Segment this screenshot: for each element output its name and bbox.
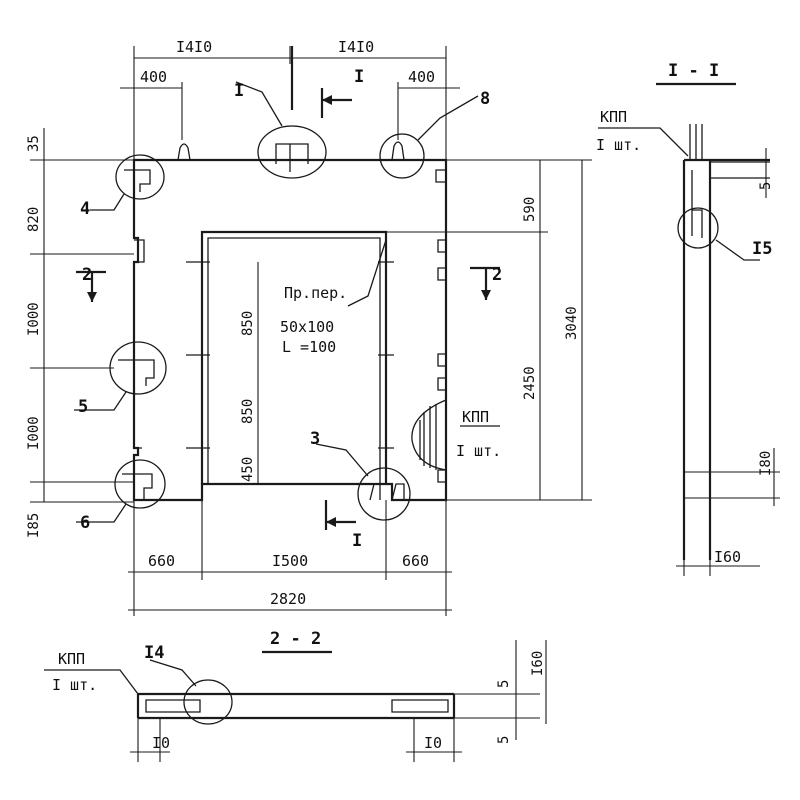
callout-circle-1 <box>257 125 327 179</box>
section-1-1-dim-180: I80 <box>758 451 774 476</box>
callout-label-1: I <box>234 81 244 101</box>
section-1-1: I - I КПП I шт. I5 5 I80 I60 <box>596 61 780 576</box>
dim-top-left-400: 400 <box>140 68 167 86</box>
section-2-2-kpp-line1: КПП <box>58 650 85 668</box>
section-mark-1-bottom: I <box>352 531 362 551</box>
kpp-note-line2: I шт. <box>456 442 501 460</box>
dim-left-35: 35 <box>26 135 42 152</box>
section-2-2-dim-5-bottom: 5 <box>496 736 512 744</box>
dim-top-left-half: I4I0 <box>176 38 212 56</box>
kpp-note-line1: КПП <box>462 408 489 426</box>
callout-label-6: 6 <box>80 513 90 533</box>
section-1-1-kpp-line2: I шт. <box>596 136 641 154</box>
door-opening <box>200 230 388 484</box>
dimension-lines <box>30 46 592 616</box>
section-marks <box>76 46 500 530</box>
dim-bottom-660-left: 660 <box>148 552 175 570</box>
lintel-note-line3: L =100 <box>282 338 336 356</box>
callout-3-detail <box>369 483 405 501</box>
dim-top-right-400: 400 <box>408 68 435 86</box>
callout-label-5: 5 <box>78 397 88 417</box>
dim-left-185: I85 <box>26 513 42 538</box>
section-1-1-kpp-line1: КПП <box>600 108 627 126</box>
section-1-1-callout-circle <box>677 207 719 249</box>
callout-6-detail <box>122 473 153 500</box>
dim-left-1000a: I000 <box>26 302 42 336</box>
section-2-2-body <box>136 692 456 720</box>
dim-inner-450: 450 <box>240 457 256 482</box>
section-1-1-callout-label: I5 <box>752 239 772 259</box>
section-2-2: 2 - 2 КПП I шт. I4 I0 I0 5 I60 5 <box>44 629 547 762</box>
dim-right-2450: 2450 <box>522 366 538 400</box>
callout-label-3: 3 <box>310 429 320 449</box>
dim-bottom-660-right: 660 <box>402 552 429 570</box>
main-dimension-labels: I4I0 I4I0 400 400 35 820 I000 I000 I85 5… <box>26 38 580 608</box>
right-edge-notches <box>435 169 446 483</box>
section-mark-2-right: 2 <box>492 265 502 285</box>
section-1-1-dim-160: I60 <box>714 548 741 566</box>
section-2-2-dim-160: I60 <box>530 651 546 676</box>
dim-right-590: 590 <box>522 197 538 222</box>
panel-outline <box>132 158 448 502</box>
left-edge-notches <box>134 239 145 449</box>
jamb-marks <box>186 261 394 449</box>
dim-bottom-2820: 2820 <box>270 590 306 608</box>
main-notes: Пр.пер. 50x100 L =100 КПП I шт. I 8 4 5 … <box>78 67 502 551</box>
dim-inner-850b: 850 <box>240 399 256 424</box>
callout-circles <box>109 125 425 521</box>
section-2-2-callout-label: I4 <box>144 643 164 663</box>
callout-circle-5 <box>109 341 167 395</box>
callout-4-detail <box>124 169 151 192</box>
section-2-2-dim-5-top: 5 <box>496 680 512 688</box>
section-1-1-body <box>682 158 770 560</box>
dim-right-3040: 3040 <box>564 306 580 340</box>
section-1-1-dim-5: 5 <box>758 182 774 190</box>
section-1-1-title: I - I <box>668 61 719 81</box>
lifting-loop-right <box>391 141 405 161</box>
lintel-note-line1: Пр.пер. <box>284 284 347 302</box>
dim-bottom-1500: I500 <box>272 552 308 570</box>
callout-5-detail <box>118 359 155 386</box>
section-2-2-dim-10-left: I0 <box>152 734 170 752</box>
dim-left-1000b: I000 <box>26 416 42 450</box>
callout-1-detail <box>275 143 309 172</box>
section-mark-2-left: 2 <box>82 265 92 285</box>
callout-circle-4 <box>115 154 165 200</box>
section-2-2-title: 2 - 2 <box>270 629 321 649</box>
callout-label-8: 8 <box>480 89 490 109</box>
door-frame-inner <box>207 237 381 484</box>
dim-left-820: 820 <box>26 207 42 232</box>
kpp-hatch <box>419 404 437 470</box>
callout-circle-6 <box>114 459 166 509</box>
main-panel <box>132 141 448 502</box>
section-2-2-callout-circle <box>183 679 233 725</box>
section-2-2-dim-10-right: I0 <box>424 734 442 752</box>
lifting-loop-left <box>177 143 191 161</box>
dim-inner-850a: 850 <box>240 311 256 336</box>
lintel-note-line2: 50x100 <box>280 318 334 336</box>
callout-label-4: 4 <box>80 199 90 219</box>
leader-lines <box>74 81 500 523</box>
callout-circle-8 <box>379 133 425 179</box>
callout-circle-3 <box>357 467 411 521</box>
dim-top-right-half: I4I0 <box>338 38 374 56</box>
section-mark-1-top: I <box>354 67 364 87</box>
kpp-bump <box>411 399 447 471</box>
section-2-2-kpp-line2: I шт. <box>52 676 97 694</box>
